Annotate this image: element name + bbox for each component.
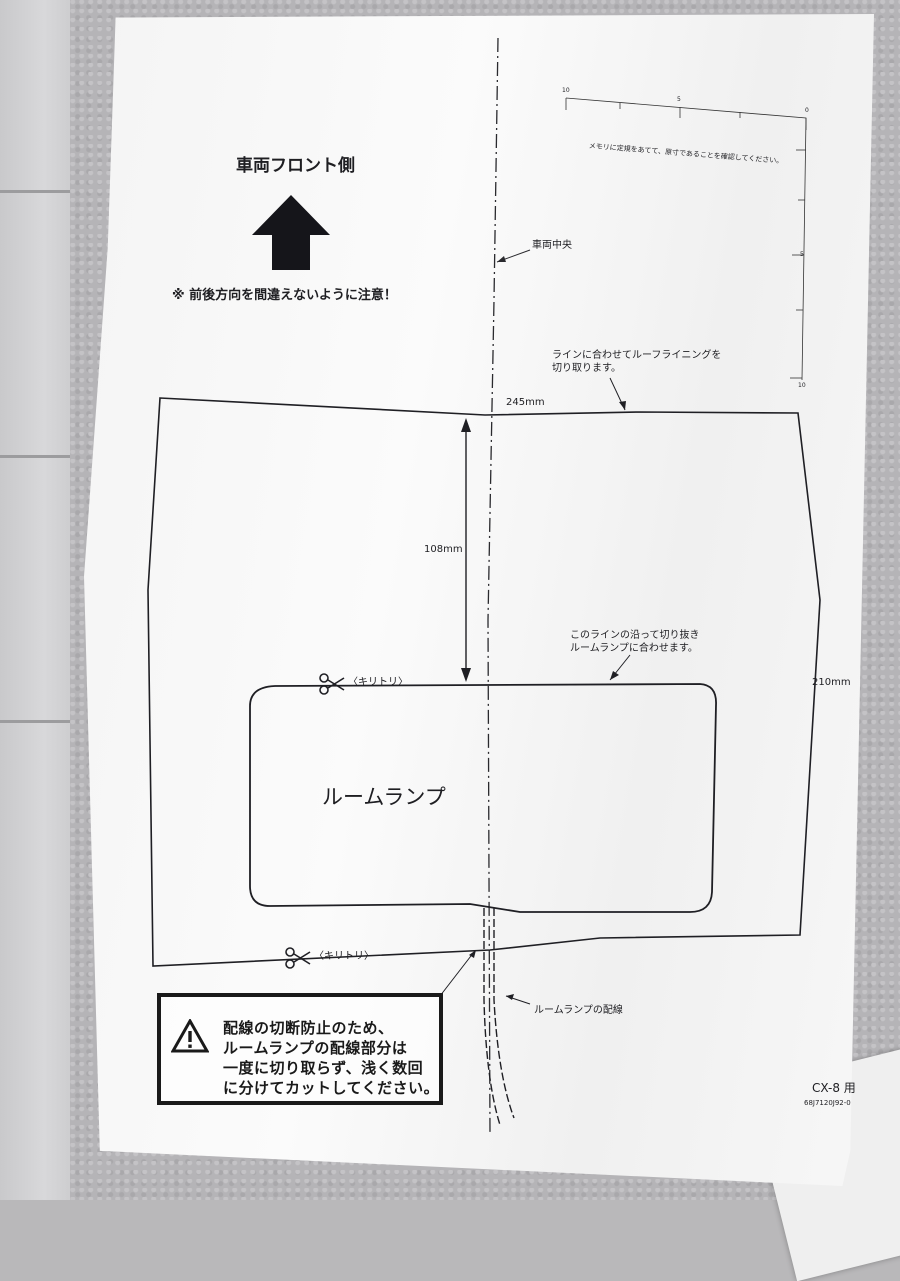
scissors-icon [319, 673, 345, 695]
roof-cut-outline [147, 397, 821, 967]
template-sheet [84, 14, 874, 1186]
ruler-tick: 5 [677, 96, 681, 103]
depth-dimension: 108mm [424, 544, 463, 555]
warning-line: 一度に切り取らず、浅く数回 [223, 1059, 424, 1077]
front-arrow-icon [252, 195, 330, 270]
roof-cut-note: ラインに合わせてルーフライニングを 切り取ります。 [552, 350, 722, 374]
warning-icon [171, 1019, 209, 1053]
ruler-tick: 10 [562, 87, 570, 94]
ruler-tick: 0 [805, 107, 809, 114]
center-label: 車両中央 [532, 240, 572, 251]
ruler-tick: 10 [798, 382, 806, 389]
wiring-label: ルームランプの配線 [534, 1005, 623, 1016]
scissors-icon [285, 947, 311, 969]
width-dimension: 245mm [506, 397, 545, 408]
height-dimension: 210mm [812, 677, 851, 688]
warning-line: に分けてカットしてください。 [223, 1079, 440, 1097]
lamp-cut-note: このラインの沿って切り抜き ルームランプに合わせます。 [570, 630, 700, 654]
floor-seam [0, 190, 110, 193]
cut-mark-label: 〈キリトリ〉 [348, 677, 408, 688]
floor-seam [0, 720, 110, 723]
wiring-line [483, 908, 501, 1126]
template-drawing [147, 37, 821, 1136]
warning-line: ルームランプの配線部分は [223, 1039, 408, 1057]
room-lamp-label: ルームランプ [322, 785, 446, 809]
warning-line: 配線の切断防止のため、 [223, 1019, 394, 1037]
direction-warning: ※ 前後方向を間違えないように注意！ [172, 288, 397, 303]
room-lamp-outline [249, 683, 717, 913]
part-number: 68J7120J92-0 [804, 1099, 851, 1107]
floor-seam [0, 455, 110, 458]
front-label: 車両フロント側 [236, 156, 355, 176]
warning-box: 配線の切断防止のため、 ルームランプの配線部分は 一度に切り取らず、浅く数回 に… [157, 993, 443, 1105]
wiring-line [493, 908, 515, 1119]
model-label: CX-8 用 [812, 1081, 856, 1095]
ruler-tick: 5 [800, 251, 804, 258]
ruler-scale [565, 97, 807, 381]
cut-mark-label: 〈キリトリ〉 [314, 951, 374, 962]
center-line [487, 37, 499, 1136]
